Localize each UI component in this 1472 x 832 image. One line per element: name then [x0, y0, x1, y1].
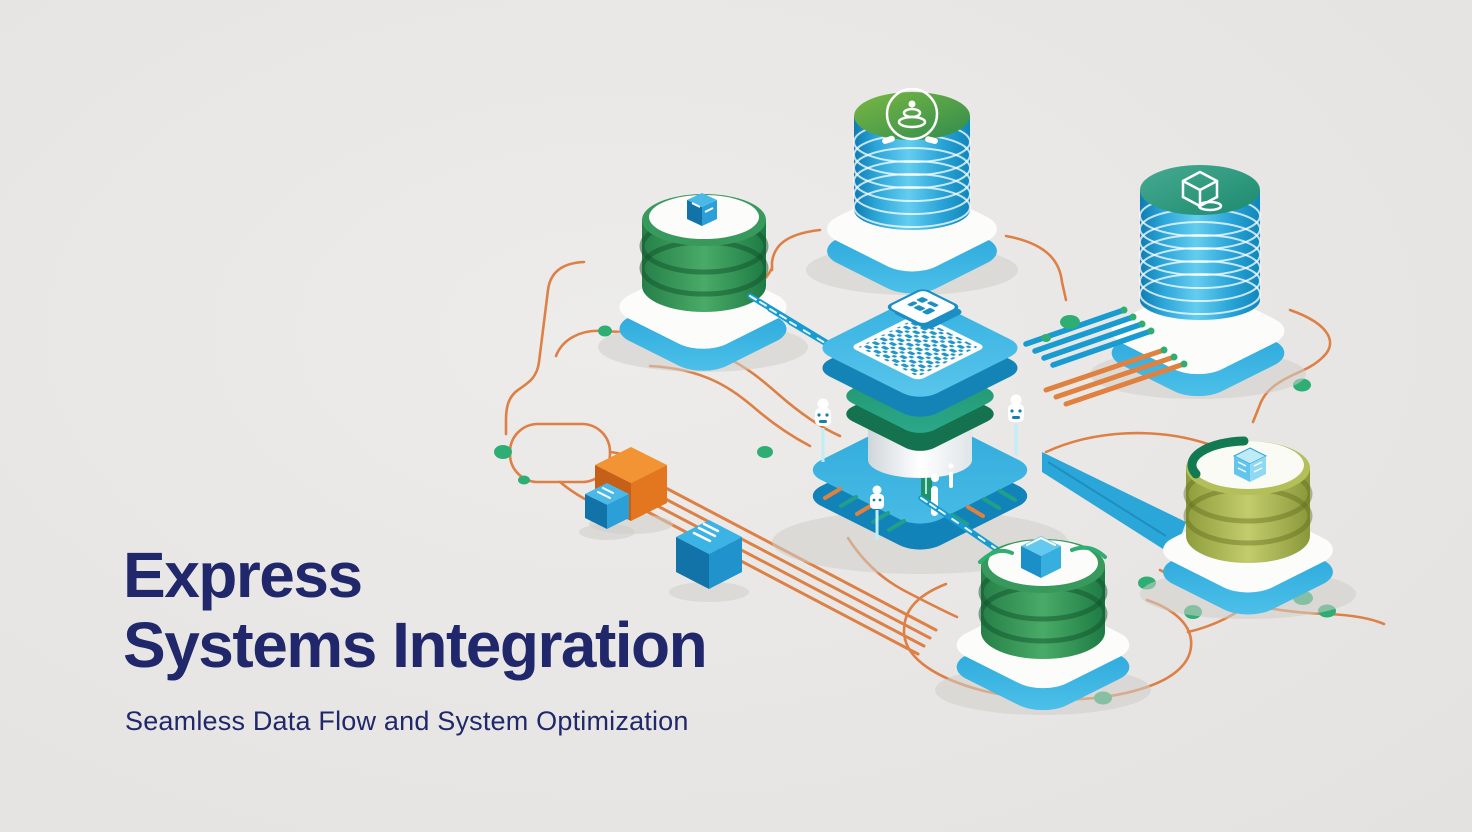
layers-stack-icon: [882, 87, 939, 144]
cube-icon: [687, 193, 717, 226]
wedge-connector: [1042, 452, 1186, 556]
database-node-bottom: [935, 536, 1151, 715]
chip-grid-icon: [853, 314, 983, 380]
lock-icon: [815, 398, 831, 462]
qr-tag-icon: [887, 289, 962, 329]
database-node-right: [1090, 165, 1306, 399]
database-node-top: [806, 87, 1018, 295]
cube-blue-large: [669, 520, 749, 602]
ribbon-cables-right: [1023, 306, 1188, 407]
database-node-olive: [1140, 436, 1356, 619]
subtitle: Seamless Data Flow and System Optimizati…: [125, 706, 689, 736]
lock-icon: [1008, 394, 1024, 455]
lock-icon: [870, 485, 884, 540]
cube-blue-small: [579, 483, 635, 540]
glass-cube-icon: [1232, 447, 1268, 482]
title-line-2: Systems Integration: [123, 609, 708, 681]
chip-pins: [823, 487, 1017, 532]
processor-chip: [772, 289, 1068, 574]
page-title: Express Systems Integration: [123, 540, 863, 680]
title-line-1: Express: [123, 539, 363, 611]
cube-icon: [1021, 536, 1061, 578]
database-node-left: [598, 193, 808, 372]
hero-text-block: Express Systems Integration Seamless Dat…: [123, 540, 863, 737]
server-box-icon: [1181, 170, 1223, 212]
